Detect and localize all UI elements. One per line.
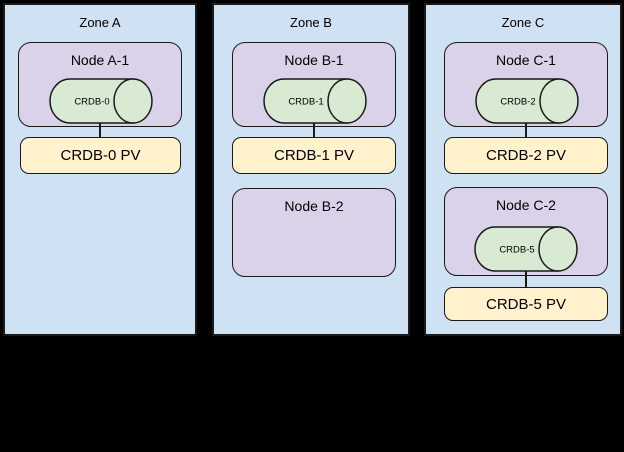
- node-a1-disk-cylinder-icon: CRDB-0: [49, 78, 153, 124]
- node-b1: Node B-1 CRDB-1: [232, 42, 396, 127]
- node-b2: Node B-2: [232, 188, 396, 277]
- node-a1-disk-label: CRDB-0: [74, 97, 109, 108]
- node-a1-title: Node A-1: [70, 52, 130, 68]
- pv-crdb-2-label: CRDB-2 PV: [485, 147, 567, 164]
- node-b1-disk-label: CRDB-1: [288, 97, 323, 108]
- pv-crdb-0: CRDB-0 PV: [20, 137, 181, 174]
- node-c2-disk-label: CRDB-5: [499, 245, 534, 256]
- pv-crdb-1-label: CRDB-1 PV: [273, 147, 355, 164]
- pv-crdb-5: CRDB-5 PV: [444, 287, 608, 321]
- zone-b: Zone B Node B-1 CRDB-1 CRDB-1 PV Node B-…: [212, 3, 410, 336]
- pv-crdb-0-label: CRDB-0 PV: [60, 147, 141, 164]
- node-b1-title: Node B-1: [284, 52, 344, 68]
- zone-b-title: Zone B: [290, 15, 332, 30]
- pv-crdb-1: CRDB-1 PV: [232, 137, 396, 174]
- node-a1: Node A-1 CRDB-0: [18, 42, 182, 127]
- node-c2-title: Node C-2: [496, 197, 556, 213]
- connector-a1-to-pv: [99, 123, 101, 138]
- node-c2-disk-cylinder-icon: CRDB-5: [474, 226, 578, 272]
- node-c1-disk-cylinder-icon: CRDB-2: [475, 78, 579, 124]
- node-b2-title: Node B-2: [284, 198, 344, 214]
- zone-a: Zone A Node A-1 CRDB-0 CRDB-0 PV: [3, 3, 197, 336]
- node-c1-disk-label: CRDB-2: [500, 97, 535, 108]
- zone-c: Zone C Node C-1 CRDB-2 CRDB-2 PV Node C-…: [424, 3, 622, 336]
- connector-c2-to-pv: [525, 271, 527, 287]
- zone-c-title: Zone C: [501, 15, 545, 30]
- connector-c1-to-pv: [525, 123, 527, 138]
- node-b1-disk-cylinder-icon: CRDB-1: [263, 78, 367, 124]
- node-c1: Node C-1 CRDB-2: [444, 42, 608, 127]
- node-c2: Node C-2 CRDB-5: [444, 187, 608, 276]
- zone-a-title: Zone A: [79, 15, 121, 30]
- node-c1-title: Node C-1: [496, 52, 556, 68]
- connector-b1-to-pv: [313, 123, 315, 138]
- pv-crdb-2: CRDB-2 PV: [444, 137, 608, 174]
- pv-crdb-5-label: CRDB-5 PV: [485, 295, 567, 313]
